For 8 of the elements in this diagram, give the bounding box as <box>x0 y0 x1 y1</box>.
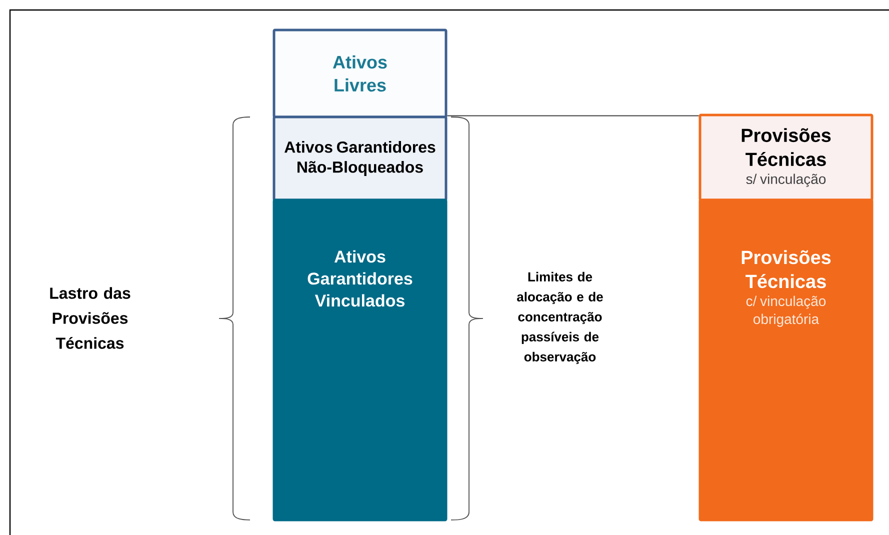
asset-box: Ativos Garantidores Vinculados <box>272 198 448 522</box>
annotation-text: Lastro das Provisões Técnicas <box>50 287 130 349</box>
asset-box: Ativos Garantidores Não-Bloqueados <box>272 116 448 202</box>
connector-line <box>447 115 699 116</box>
provision-box: Provisões Técnicas c/ vinculação obrigatória <box>698 198 874 522</box>
provision-box: Provisões Técnicas s/ vinculação <box>698 114 874 202</box>
asset-box: Ativos Livres <box>272 28 448 118</box>
annotation-text: Limites de alocação e de concentração passíveis de observação <box>517 272 603 364</box>
